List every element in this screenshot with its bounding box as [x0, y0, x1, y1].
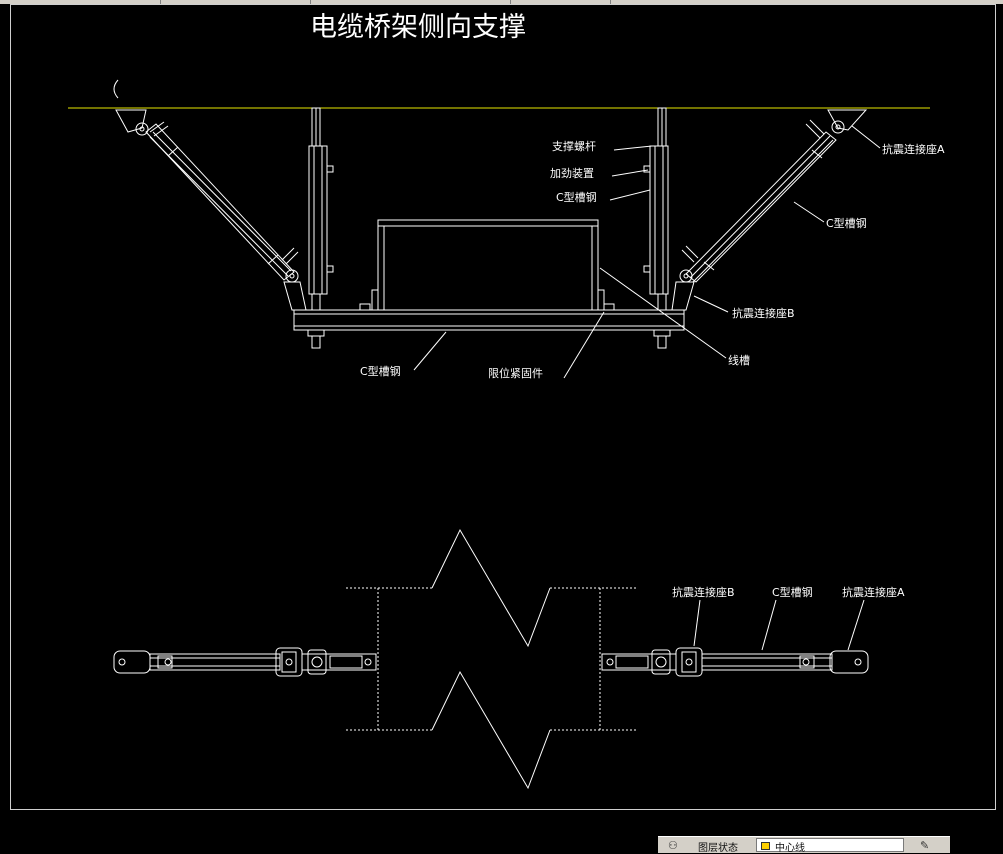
current-layer-value: 中心线 — [775, 843, 805, 854]
label-limit-fastener: 限位紧固件 — [488, 366, 543, 380]
ribbon-segment — [0, 0, 161, 4]
cable-tray — [371, 219, 605, 311]
c-channel-brace-right — [685, 131, 837, 283]
layer-properties-icon[interactable]: ✎ — [920, 839, 930, 852]
seismic-connector-b-right — [671, 245, 699, 311]
ribbon-segment — [310, 0, 511, 4]
side-leaders — [413, 125, 881, 379]
label-cable-tray: 线槽 — [728, 353, 750, 367]
label-support-rod: 支撑螺杆 — [552, 139, 596, 153]
window-top-strip — [0, 0, 1003, 4]
layer-status-bar: ⚇ 图层状态 中心线 ✎ — [658, 836, 950, 854]
plan-arm-right — [601, 647, 869, 677]
label-c-channel-bottom: C型槽钢 — [360, 364, 401, 378]
layer-state-icon[interactable]: ⚇ — [668, 839, 678, 852]
support-rod-left — [308, 107, 334, 311]
ribbon-segment — [160, 0, 311, 4]
arc-mark — [113, 79, 119, 99]
break-symbol — [346, 528, 636, 790]
plan-label-c-channel: C型槽钢 — [772, 585, 813, 599]
plan-view — [113, 528, 869, 790]
plan-leaders — [693, 599, 865, 651]
drawing-title: 电缆桥架侧向支撑 — [310, 12, 526, 43]
layer-state-label: 图层状态 — [698, 843, 738, 854]
ribbon-segment — [510, 0, 611, 4]
plan-label-seismic-connector-a: 抗震连接座A — [842, 585, 905, 599]
side-view — [68, 79, 930, 379]
label-seismic-connector-b: 抗震连接座B — [732, 306, 795, 320]
label-c-channel-upper: C型槽钢 — [556, 190, 597, 204]
current-layer-select[interactable]: 中心线 — [756, 838, 904, 854]
plan-arm-left — [113, 647, 377, 677]
layer-color-swatch — [761, 842, 770, 850]
label-reinforcement: 加劲装置 — [550, 167, 594, 180]
support-rod-right — [643, 107, 669, 311]
drawing-frame — [10, 4, 996, 810]
label-c-channel-brace: C型槽钢 — [826, 216, 867, 230]
plan-label-seismic-connector-b: 抗震连接座B — [672, 585, 735, 599]
c-channel-bottom — [293, 303, 685, 349]
c-channel-brace-left — [145, 123, 295, 281]
seismic-connector-a-right — [805, 109, 868, 139]
seismic-connector-a-left — [115, 109, 169, 137]
label-seismic-connector-a: 抗震连接座A — [882, 142, 945, 156]
